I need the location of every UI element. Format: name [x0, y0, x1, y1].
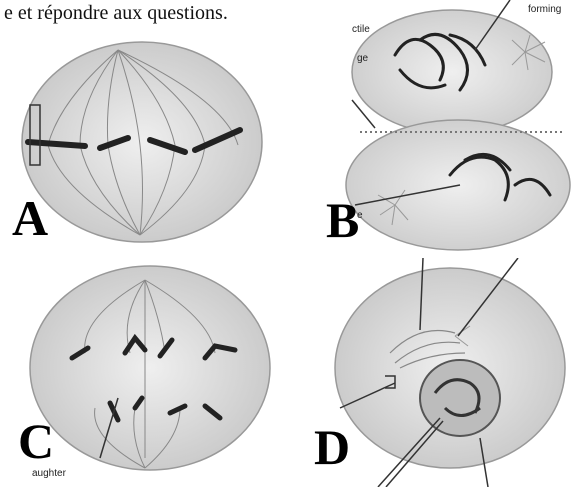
panel-b-letter: B	[326, 195, 359, 245]
panel-c-letter: C	[18, 416, 54, 466]
panel-b-telophase: ctile ge forming e B	[300, 0, 588, 252]
cell-outline	[30, 266, 270, 470]
panel-d-letter: D	[314, 422, 350, 472]
label-ge: ge	[357, 53, 368, 64]
panel-d-prophase: D	[300, 258, 588, 487]
daughter-cell-top	[352, 10, 552, 134]
page-title: e et répondre aux questions.	[4, 2, 228, 25]
label-forming: forming	[528, 4, 561, 15]
label-contractile: ctile	[352, 24, 370, 35]
panel-c-anaphase: aughter C	[0, 258, 290, 487]
nucleus	[420, 360, 500, 436]
label-daughter: aughter	[32, 468, 66, 479]
panel-a-metaphase: A	[0, 30, 290, 245]
panel-a-letter: A	[12, 193, 48, 243]
